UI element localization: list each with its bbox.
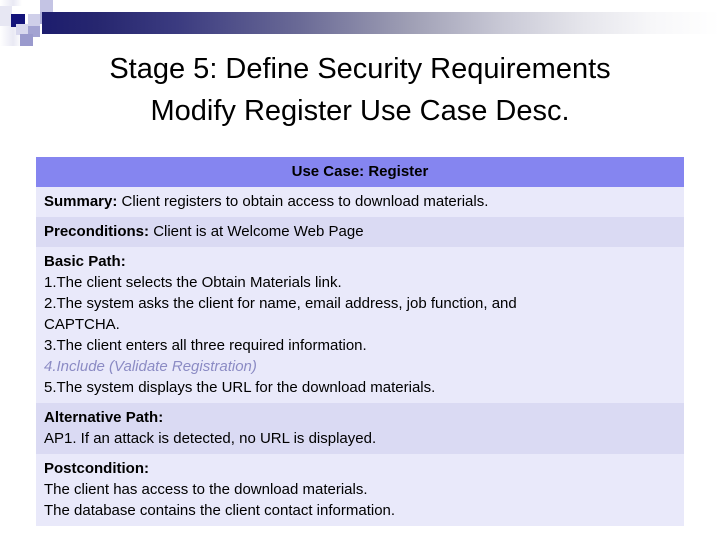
table-row-basic-path: Basic Path: 1.The client selects the Obt… xyxy=(36,247,684,403)
basic-path-step-include: 4.Include (Validate Registration) xyxy=(44,358,257,375)
basic-path-step: 5.The system displays the URL for the do… xyxy=(44,379,436,396)
postcondition-line: The database contains the client contact… xyxy=(44,502,396,519)
preconditions-label: Preconditions: xyxy=(44,223,150,240)
summary-text: Client registers to obtain access to dow… xyxy=(121,193,489,210)
deco-square-navy xyxy=(11,14,25,27)
title-line-1: Stage 5: Define Security Requirements xyxy=(109,53,611,85)
deco-square-lavender-2 xyxy=(12,6,22,16)
alternative-path-cell: Alternative Path: AP1. If an attack is d… xyxy=(36,403,684,454)
use-case-table: Use Case: Register Summary: Client regis… xyxy=(36,157,684,526)
deco-square-lavender-9 xyxy=(20,34,33,46)
basic-path-step: 1.The client selects the Obtain Material… xyxy=(44,274,342,291)
deco-square-lavender-4 xyxy=(40,0,53,12)
title-line-2: Modify Register Use Case Desc. xyxy=(150,95,570,127)
postcondition-cell: Postcondition: The client has access to … xyxy=(36,454,684,526)
basic-path-cell: Basic Path: 1.The client selects the Obt… xyxy=(36,247,684,403)
slide-header-decoration xyxy=(0,0,720,46)
preconditions-cell: Preconditions: Client is at Welcome Web … xyxy=(36,217,684,247)
alternative-path-label: Alternative Path: xyxy=(44,409,164,426)
basic-path-step: CAPTCHA. xyxy=(44,316,120,333)
basic-path-step: 2.The system asks the client for name, e… xyxy=(44,295,517,312)
table-header-row: Use Case: Register xyxy=(36,157,684,187)
preconditions-text: Client is at Welcome Web Page xyxy=(153,223,364,240)
table-row-postcondition: Postcondition: The client has access to … xyxy=(36,454,684,526)
postcondition-line: The client has access to the download ma… xyxy=(44,481,368,498)
deco-square-lavender-7 xyxy=(28,26,40,37)
table-row-preconditions: Preconditions: Client is at Welcome Web … xyxy=(36,217,684,247)
use-case-header-cell: Use Case: Register xyxy=(36,157,684,187)
deco-square-lavender-8 xyxy=(16,24,28,35)
basic-path-step: 3.The client enters all three required i… xyxy=(44,337,367,354)
summary-label: Summary: xyxy=(44,193,118,210)
header-gradient-bar xyxy=(42,12,720,34)
deco-square-lavender-6 xyxy=(28,14,40,26)
table-row-summary: Summary: Client registers to obtain acce… xyxy=(36,187,684,217)
page-title: Stage 5: Define Security Requirements Mo… xyxy=(0,48,720,132)
deco-square-lavender-3 xyxy=(28,2,40,13)
basic-path-label: Basic Path: xyxy=(44,253,126,270)
postcondition-label: Postcondition: xyxy=(44,460,149,477)
summary-cell: Summary: Client registers to obtain acce… xyxy=(36,187,684,217)
table-row-alternative-path: Alternative Path: AP1. If an attack is d… xyxy=(36,403,684,454)
deco-square-lavender-1 xyxy=(0,6,12,26)
alternative-path-line: AP1. If an attack is detected, no URL is… xyxy=(44,430,377,447)
